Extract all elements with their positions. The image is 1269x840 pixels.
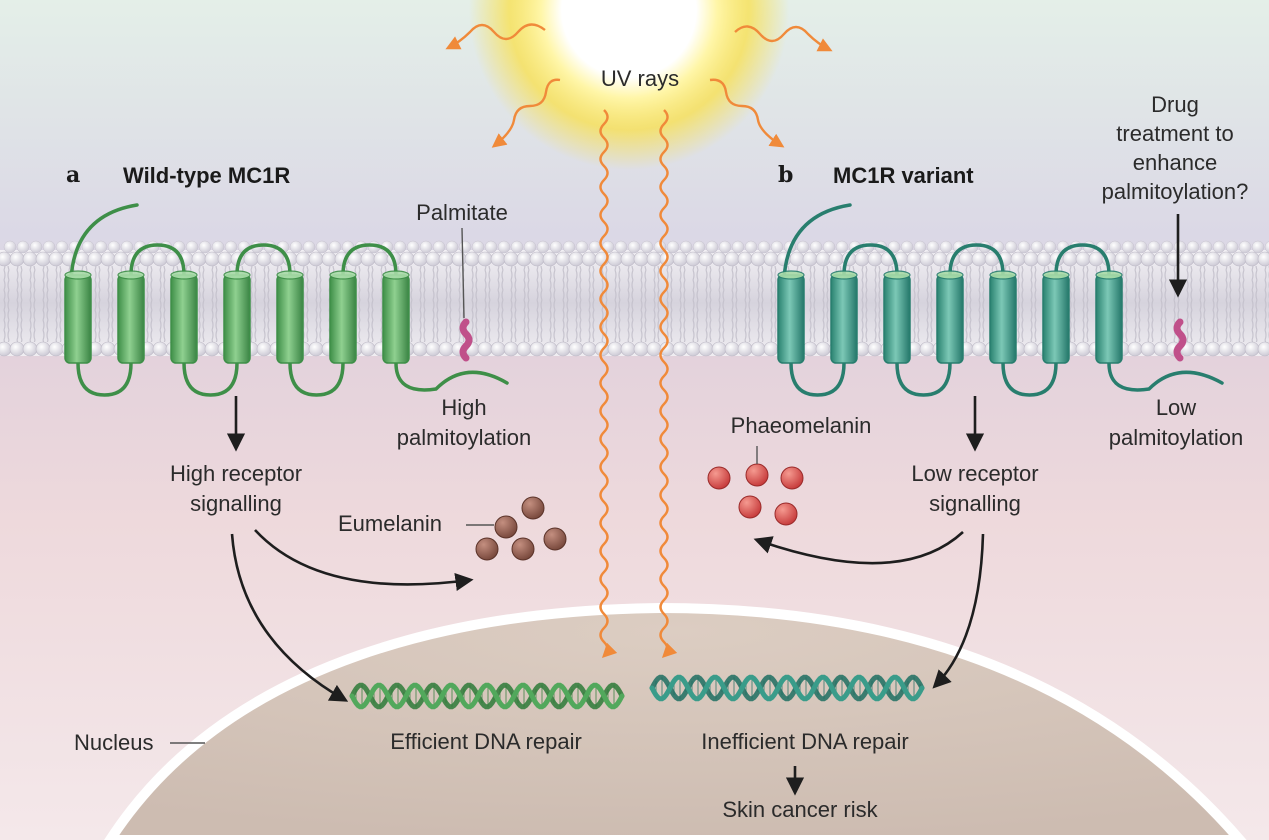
palmitate-high xyxy=(459,318,473,362)
eumelanin-granules xyxy=(475,496,567,561)
drug-label-line2: treatment to xyxy=(1116,121,1234,146)
low-signalling-label-line1: Low receptor xyxy=(911,461,1039,486)
inefficient-dna-repair-label: Inefficient DNA repair xyxy=(701,729,909,754)
uv-rays-label: UV rays xyxy=(600,66,680,91)
high-palmitoylation-label-line2: palmitoylation xyxy=(396,425,532,450)
arrow-high-signalling-to-eumelanin xyxy=(254,529,474,591)
panel-a-letter: a xyxy=(66,162,81,188)
uv-rays-radiating xyxy=(445,23,833,148)
dna-helix-efficient xyxy=(349,682,625,710)
high-signalling-label-line2: signalling xyxy=(190,491,282,516)
efficient-dna-repair-label: Efficient DNA repair xyxy=(390,729,582,754)
receptor-mc1r-variant xyxy=(777,203,1224,397)
panel-a-title: Wild-type MC1R xyxy=(123,163,291,188)
palmitate-leader-line xyxy=(461,227,465,319)
eumelanin-label: Eumelanin xyxy=(338,511,442,536)
drug-label-line3: enhance xyxy=(1132,150,1218,175)
low-signalling-label-line2: signalling xyxy=(929,491,1021,516)
panel-b-letter: b xyxy=(778,162,794,188)
uv-rays-penetrating xyxy=(599,109,678,659)
panel-b-title: MC1R variant xyxy=(833,163,974,188)
phaeomelanin-label: Phaeomelanin xyxy=(730,413,872,438)
arrow-low-signalling-to-dna xyxy=(932,533,985,689)
high-palmitoylation-label-line1: High xyxy=(441,395,487,420)
arrow-low-signalling-to-phaeomelanin xyxy=(753,531,964,565)
drug-label-line4: palmitoylation? xyxy=(1101,179,1249,204)
dna-helix-inefficient xyxy=(649,674,925,702)
nucleus-label: Nucleus xyxy=(74,730,154,755)
low-palmitoylation-label-line1: Low xyxy=(1155,395,1197,420)
skin-cancer-risk-label: Skin cancer risk xyxy=(722,797,878,822)
drug-label-line1: Drug xyxy=(1151,92,1199,117)
sun-icon xyxy=(469,0,789,170)
low-palmitoylation-label-line2: palmitoylation xyxy=(1108,425,1244,450)
receptor-wildtype-mc1r xyxy=(64,203,509,397)
arrow-high-signalling-to-dna xyxy=(230,533,349,702)
high-signalling-label-line1: High receptor xyxy=(169,461,303,486)
palmitate-label: Palmitate xyxy=(416,200,508,225)
palmitate-low xyxy=(1173,318,1187,362)
